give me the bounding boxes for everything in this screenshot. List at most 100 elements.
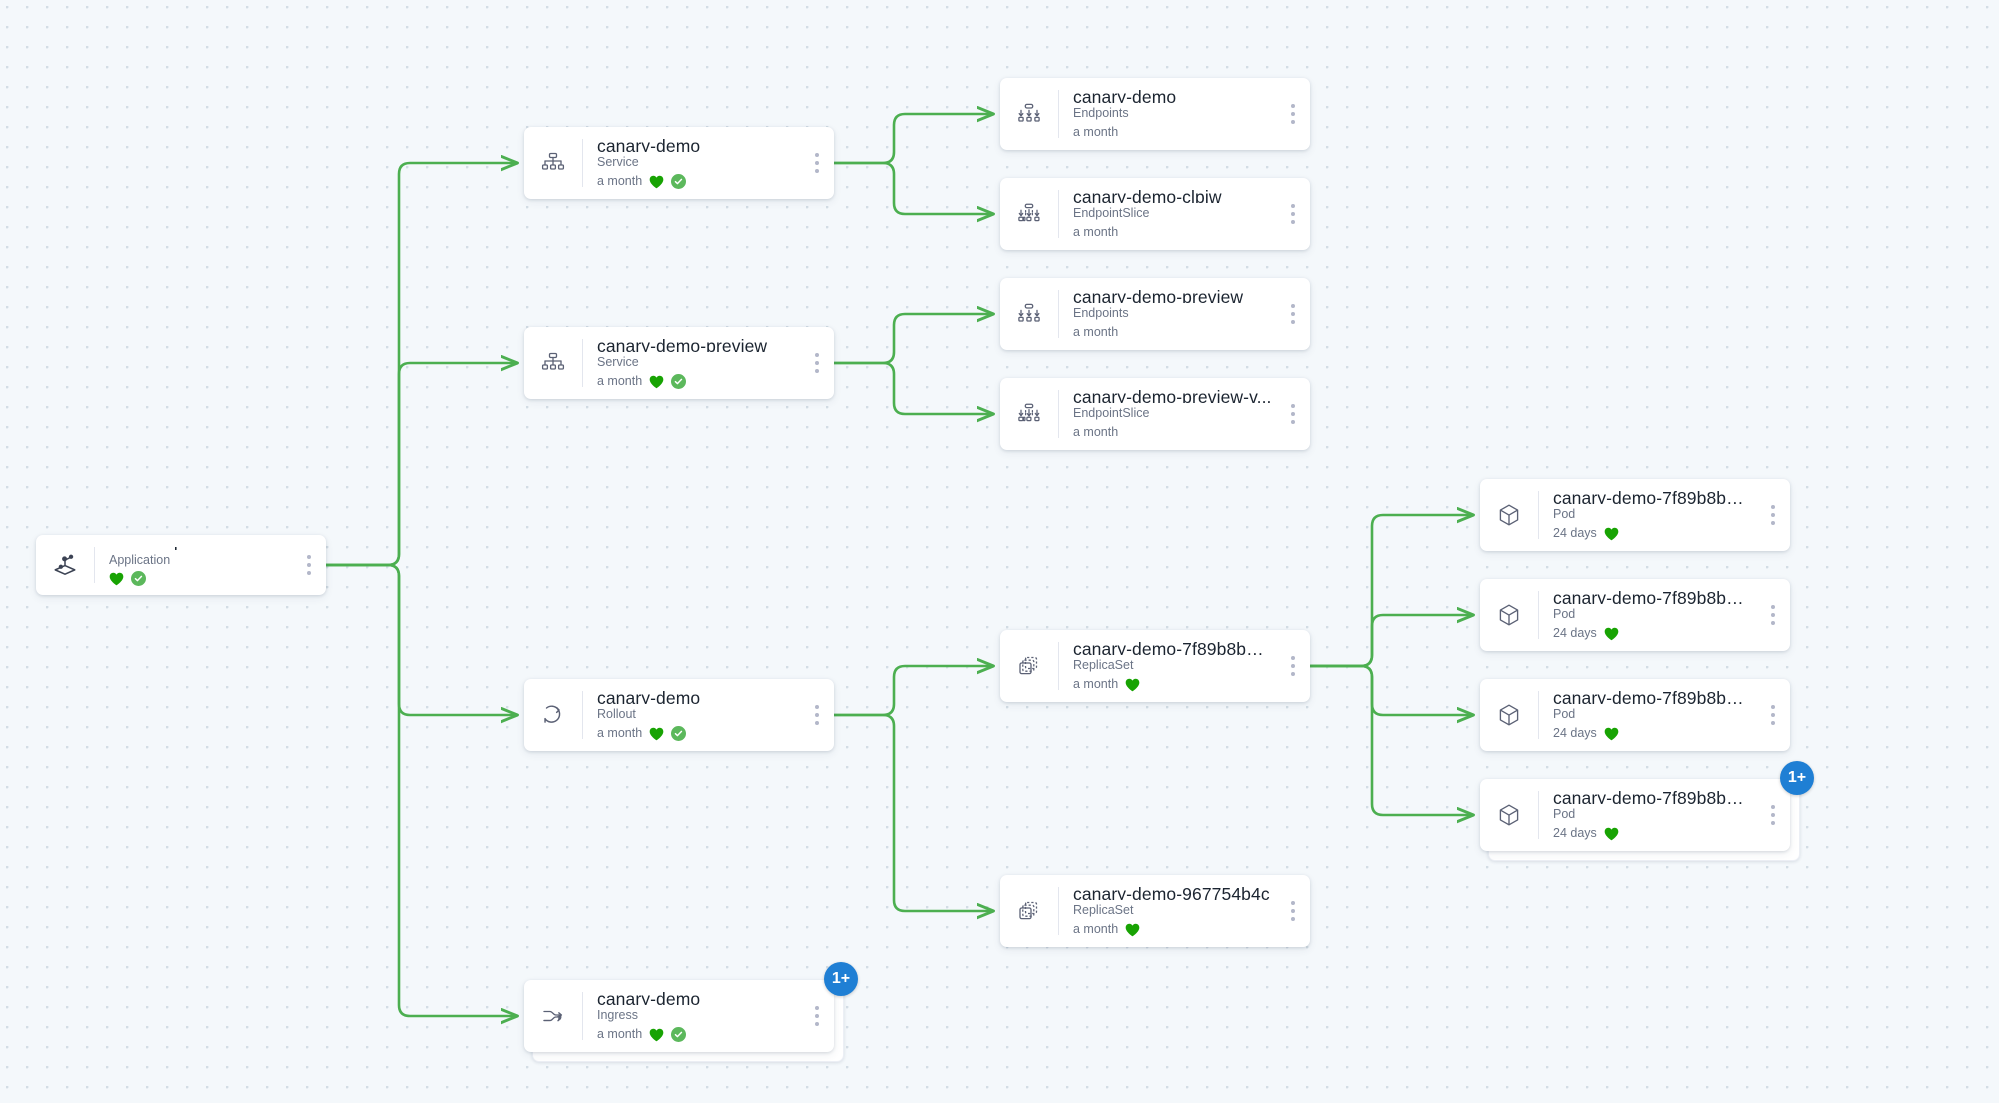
resource-node-pod[interactable]: canary-demo-7f89b8b97... Pod 24 days <box>1480 479 1790 551</box>
pod-icon <box>1496 602 1522 628</box>
node-divider <box>1058 390 1059 438</box>
node-menu-button[interactable] <box>806 679 834 751</box>
resource-node-pod[interactable]: canary-demo-7f89b8b97... Pod 24 days <box>1480 779 1790 851</box>
node-menu-button[interactable] <box>298 535 326 595</box>
node-menu-button[interactable] <box>1282 278 1310 350</box>
node-icon-col <box>524 327 582 399</box>
sync-synced-icon <box>131 571 146 586</box>
node-kind: EndpointSlice <box>1073 406 1150 420</box>
node-icon-col <box>1000 875 1058 947</box>
replicaset-icon <box>1016 653 1042 679</box>
node-body: canary-demo Endpoints a month <box>1059 78 1282 150</box>
node-divider <box>1538 791 1539 839</box>
node-body: canary-demo-preview-v... EndpointSlice a… <box>1059 378 1282 450</box>
node-status-row: a month <box>1073 124 1272 141</box>
node-kind: Ingress <box>597 1008 638 1022</box>
node-age: a month <box>1073 225 1119 239</box>
node-menu-button[interactable] <box>806 980 834 1052</box>
node-body: canary-demo-preview Service a month <box>583 327 806 399</box>
health-healthy-icon <box>1604 527 1619 541</box>
endpointslice-icon <box>1016 201 1042 227</box>
health-healthy-icon <box>1604 627 1619 641</box>
ingress-icon <box>540 1003 566 1029</box>
endpoints-icon <box>1016 301 1042 327</box>
node-age: a month <box>597 1027 643 1041</box>
endpoints-icon <box>1016 101 1042 127</box>
node-icon-col <box>524 679 582 751</box>
resource-node-pod[interactable]: canary-demo-7f89b8b97... Pod 24 days <box>1480 579 1790 651</box>
resource-node-endpoints[interactable]: canary-demo-preview Endpoints a month <box>1000 278 1310 350</box>
node-status-row: a month <box>597 1026 796 1043</box>
health-healthy-icon <box>109 572 124 586</box>
node-age: 24 days <box>1553 526 1597 540</box>
health-healthy-icon <box>1125 923 1140 937</box>
node-age: a month <box>1073 325 1119 339</box>
node-body: canary-demo-clpjw EndpointSlice a month <box>1059 178 1282 250</box>
resource-node-replicaset[interactable]: canary-demo-7f89b8b978 ReplicaSet a mont… <box>1000 630 1310 702</box>
node-menu-button[interactable] <box>1762 779 1790 851</box>
resource-node-application[interactable]: canary-demo Application <box>36 535 326 595</box>
node-body: canary-demo-preview Endpoints a month <box>1059 278 1282 350</box>
node-icon-col <box>1000 178 1058 250</box>
node-count-badge[interactable]: 1+ <box>1780 761 1814 795</box>
node-menu-button[interactable] <box>1282 378 1310 450</box>
node-age: 24 days <box>1553 826 1597 840</box>
resource-node-replicaset[interactable]: canary-demo-967754b4c ReplicaSet a month <box>1000 875 1310 947</box>
sync-synced-icon <box>671 1027 687 1042</box>
node-menu-button[interactable] <box>1282 78 1310 150</box>
node-menu-button[interactable] <box>806 127 834 199</box>
node-status-row: a month <box>1073 324 1272 341</box>
node-icon-col <box>1480 579 1538 651</box>
node-status-row: a month <box>1073 424 1272 441</box>
node-age: a month <box>1073 677 1119 691</box>
node-title: canary-demo-preview-v... <box>1073 387 1272 403</box>
node-status-row: a month <box>1073 224 1272 241</box>
node-body: canary-demo-7f89b8b97... Pod 24 days <box>1539 779 1762 851</box>
node-kind: ReplicaSet <box>1073 903 1134 917</box>
node-status-row <box>109 571 288 586</box>
resource-node-ingress[interactable]: canary-demo Ingress a month <box>524 980 834 1052</box>
node-title: canary-demo-preview <box>1073 287 1244 303</box>
node-status-row: a month <box>1073 676 1272 693</box>
node-title: canary-demo <box>597 136 701 152</box>
node-divider <box>1538 591 1539 639</box>
node-menu-button[interactable] <box>1762 679 1790 751</box>
node-menu-button[interactable] <box>1762 579 1790 651</box>
node-age: 24 days <box>1553 726 1597 740</box>
node-icon-col <box>1000 278 1058 350</box>
node-kind: Pod <box>1553 707 1576 721</box>
node-divider <box>582 691 583 739</box>
resource-node-service[interactable]: canary-demo Service a month <box>524 127 834 199</box>
resource-node-rollout[interactable]: canary-demo Rollout a month <box>524 679 834 751</box>
node-divider <box>1538 691 1539 739</box>
node-status-row: a month <box>1073 921 1272 938</box>
health-healthy-icon <box>649 727 664 741</box>
resource-node-service[interactable]: canary-demo-preview Service a month <box>524 327 834 399</box>
resource-node-endpointslice[interactable]: canary-demo-preview-v... EndpointSlice a… <box>1000 378 1310 450</box>
node-menu-button[interactable] <box>806 327 834 399</box>
node-status-row: 24 days <box>1553 625 1752 642</box>
node-title: canary-demo-7f89b8b97... <box>1553 488 1752 504</box>
node-menu-button[interactable] <box>1282 630 1310 702</box>
node-menu-button[interactable] <box>1282 875 1310 947</box>
node-divider <box>1058 642 1059 690</box>
resource-node-endpoints[interactable]: canary-demo Endpoints a month <box>1000 78 1310 150</box>
pod-icon <box>1496 702 1522 728</box>
sync-synced-icon <box>671 726 687 741</box>
node-body: canary-demo-7f89b8b97... Pod 24 days <box>1539 479 1762 551</box>
node-menu-button[interactable] <box>1762 479 1790 551</box>
node-count-badge[interactable]: 1+ <box>824 962 858 996</box>
node-kind: ReplicaSet <box>1073 658 1134 672</box>
node-body: canary-demo-967754b4c ReplicaSet a month <box>1059 875 1282 947</box>
node-title: canary-demo-7f89b8b978 <box>1073 639 1272 655</box>
node-title: canary-demo-clpjw <box>1073 187 1222 203</box>
node-icon-col <box>524 127 582 199</box>
node-menu-button[interactable] <box>1282 178 1310 250</box>
resource-node-endpointslice[interactable]: canary-demo-clpjw EndpointSlice a month <box>1000 178 1310 250</box>
node-divider <box>582 992 583 1040</box>
health-healthy-icon <box>1604 827 1619 841</box>
node-age: a month <box>1073 922 1119 936</box>
node-age: a month <box>1073 125 1119 139</box>
node-divider <box>94 547 95 583</box>
resource-node-pod[interactable]: canary-demo-7f89b8b97... Pod 24 days <box>1480 679 1790 751</box>
